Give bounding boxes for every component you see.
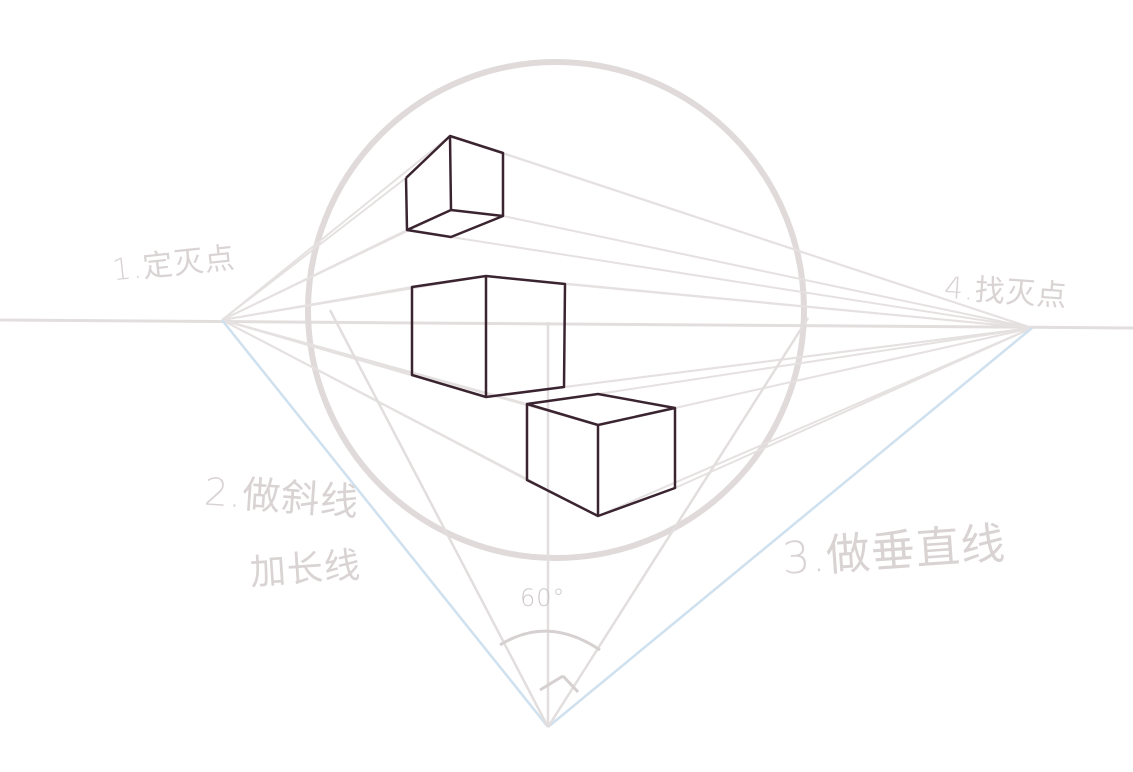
cube-bottom xyxy=(525,392,677,518)
step4-label: 4.找灭点 xyxy=(942,270,1069,315)
cone-of-vision-circle xyxy=(305,59,807,561)
vanishing-guide-lines-left xyxy=(221,135,599,517)
angle-label: 60° xyxy=(520,584,566,612)
horizon-line xyxy=(0,318,1133,330)
vanishing-guide-lines-right xyxy=(449,135,1033,517)
step2-label-line1: 2.做斜线 xyxy=(202,469,361,525)
step2-label-line2: 加长线 xyxy=(248,545,363,594)
cube-middle xyxy=(410,274,567,399)
station-point-construction xyxy=(221,309,1033,728)
cube-top xyxy=(404,134,505,239)
